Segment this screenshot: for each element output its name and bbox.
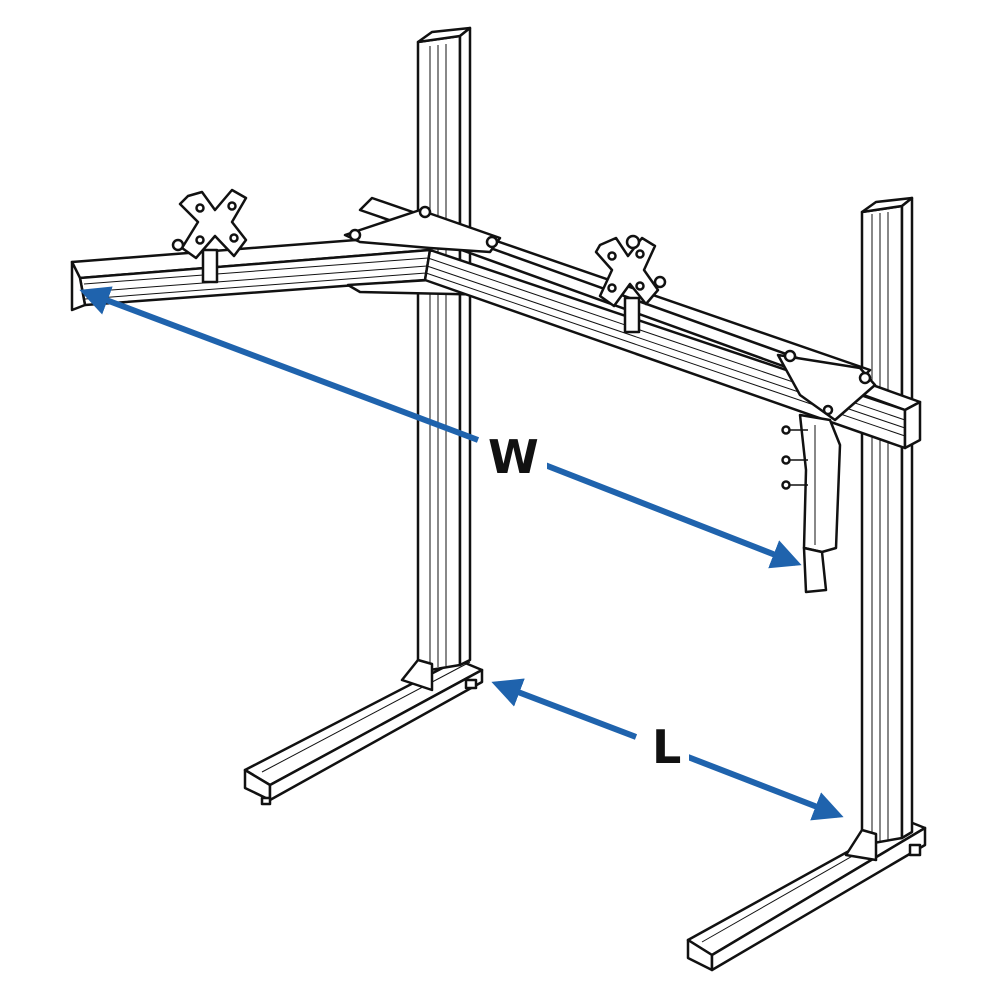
width-dimension-label: W	[480, 432, 547, 482]
left-foot	[243, 658, 484, 806]
center-crossbar	[418, 228, 922, 450]
right-upright	[844, 196, 914, 862]
monitor-arm	[781, 413, 842, 594]
left-upright	[400, 26, 472, 692]
left-vesa-mount	[171, 188, 248, 284]
width-dimension-arrow	[79, 286, 802, 569]
left-joint-plate	[343, 205, 502, 254]
right-joint-plate	[776, 349, 877, 422]
right-vesa-mount	[594, 234, 667, 334]
length-dimension-arrow	[491, 678, 844, 821]
right-foot	[686, 818, 927, 972]
length-dimension-label: L	[644, 722, 690, 772]
